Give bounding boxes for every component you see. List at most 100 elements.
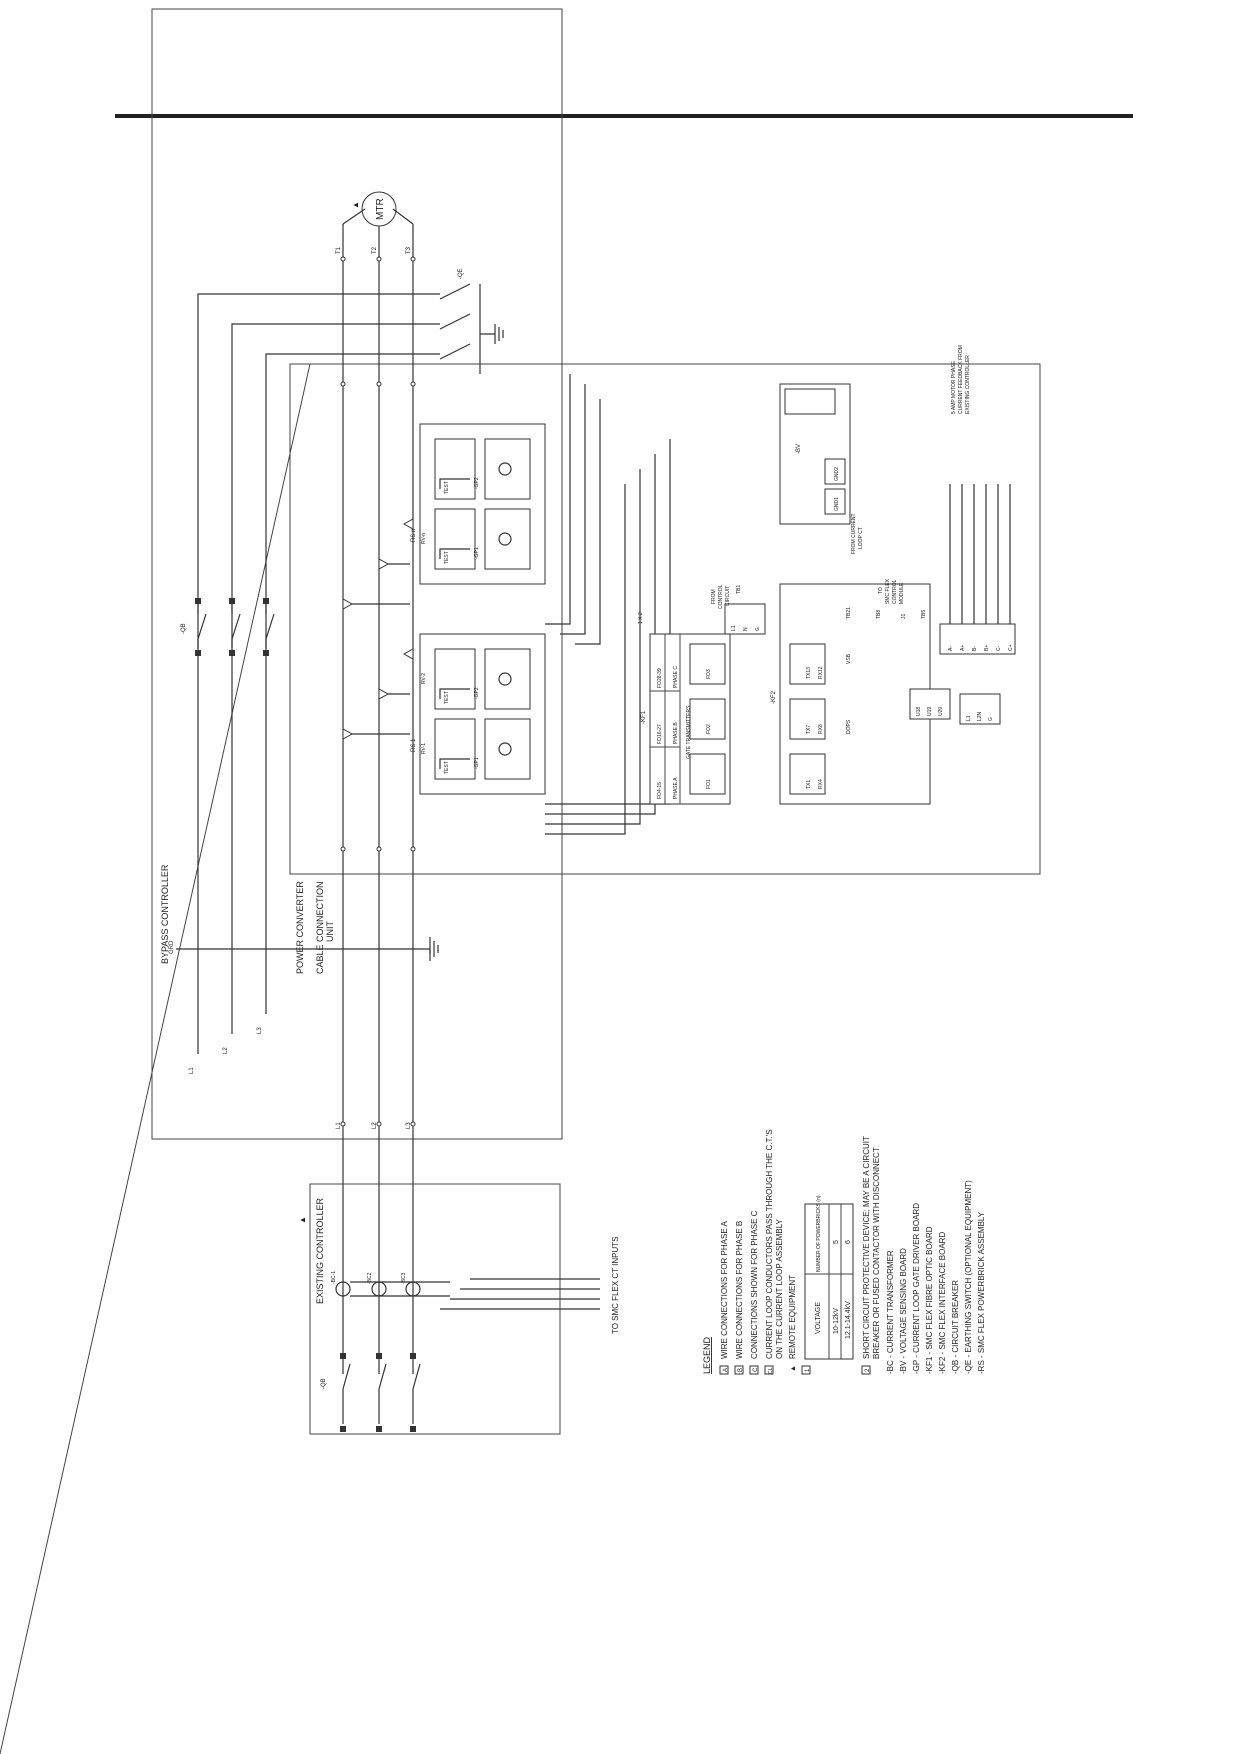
abbrev-gp: -GP - CURRENT LOOP GATE DRIVER BOARD [912,1203,921,1374]
u20-label: U20 [938,707,944,716]
abbrev-kf2: -KF2 - SMC FLEX INTERFACE BOARD [938,1232,947,1374]
fo3-label: FO3 [706,669,712,679]
qe-label: -QE [458,268,464,279]
gate-transmitters-label: GATE TRANSMITTERS [686,705,692,759]
bv-label: -BV [796,444,802,454]
tb1-block [724,603,766,635]
tb5-pin-b-plus: B+ [984,645,990,651]
u18-label: U18 [916,707,922,716]
smc-flex-4: MODULE [899,582,905,604]
existing-controller-title: EXISTING CONTROLLER [315,1197,325,1304]
gp1-label: -GP1 [474,547,480,559]
from-control-2: CONTROL [718,584,724,609]
grd-label: GRD [169,940,175,954]
feedback-3: EXISTING CONTROLLER [965,355,971,414]
existing-qb-label: -QB [321,1378,327,1389]
current-transformers [335,1278,600,1310]
legend-key-c: C [753,1367,759,1372]
table-r2-count: 6 [845,1240,852,1244]
phase-conductors [340,224,416,1374]
legend-items [719,1365,774,1375]
table-r1-count: 5 [833,1240,840,1244]
legend-key-a: A [723,1368,729,1372]
from-ct-2: LOOP CT [858,527,864,549]
l-block [959,693,1001,725]
table-header-voltage: VOLTAGE [815,1302,822,1334]
remote-marker-icon: ▲ [351,201,360,209]
rv2-label: RV-2 [421,673,427,684]
bv-board [779,383,851,525]
header-rule [115,114,1133,118]
legend-key-b: B [738,1368,744,1372]
tb5-block [939,484,1016,655]
qb-breaker-bypass [195,598,275,656]
feedback-2: CURRENT FEEDBACK FROM [958,345,964,414]
bypass-l3: L3 [257,1027,263,1034]
power-converter-title: POWER CONVERTER [295,881,305,974]
legend-item-5: ON THE CURRENT LOOP ASSEMBLY [775,1218,784,1359]
test-label: TEST [444,551,450,564]
terminal-l3: L3 [406,1122,412,1129]
legend-item-4: CURRENT LOOP CONDUCTORS PASS THROUGH THE… [765,1129,774,1359]
phase-c-label: PHASE C [673,666,679,688]
from-control-3: CIRCUIT [725,586,731,606]
test-label: TEST [444,481,450,494]
x2-label: 1 X 2 [638,612,644,624]
fo1-label: FO1 [706,779,712,789]
dops-label: DOPS [846,719,852,734]
existing-qb-breaker [340,1353,421,1432]
tx1-label: TX1 [806,780,812,789]
tx13-label: TX13 [806,667,812,679]
kf1-label: -KF1 [641,710,647,724]
rs1-label: -RS 1 [411,738,417,754]
motor-label: MTR [375,198,386,220]
tb5-pin-c-minus: C- [996,645,1002,651]
qb-label-bypass: -QB [181,623,187,634]
legend-note2-key: 2 [865,1368,871,1372]
cable-unit-title-1: CABLE CONNECTION [315,881,325,974]
g-label: G [988,717,994,721]
bypass-l2: L2 [223,1047,229,1054]
thyristor-stack [342,518,414,740]
legend-note2-line1: SHORT CIRCUIT PROTECTIVE DEVICE; MAY BE … [862,1136,871,1359]
powerbrick-table [804,1203,854,1360]
abbrev-qe: -QE - EARTHING SWITCH (OPTIONAL EQUIPMEN… [964,1180,973,1374]
legend-item-3: CONNECTIONS SHOWN FOR PHASE C [750,1210,759,1359]
table-header-number: NUMBER OF POWERBRICKS (n) [816,1195,822,1272]
l1-label: L1 [966,715,972,721]
legend-item-2: WIRE CONNECTIONS FOR PHASE B [735,1221,744,1359]
legend-note-key: 1 [805,1368,811,1372]
gp2-label: -GP2 [474,477,480,489]
remote-marker-icon: ▲ [298,1216,307,1224]
tb5-pin-c-plus: C+ [1008,644,1014,651]
bypass-incoming [176,293,439,1054]
test-label: TEST [444,761,450,774]
bc2-label: -BC2 [367,1272,373,1284]
tb1-label: TB1 [736,585,742,594]
tb5-pin-a-plus: A+ [960,645,966,651]
smc-flex-3: CONTROL [892,579,898,604]
abbrev-rs: -RS - SMC FLEX POWERBRICK ASSEMBLY [977,1211,986,1374]
table-r1-voltage: 10-12kV [833,1308,840,1334]
legend-item-1: WIRE CONNECTIONS FOR PHASE A [720,1221,729,1359]
bypass-title: BYPASS CONTROLLER [160,864,170,964]
terminal-t3: T3 [406,246,412,254]
legend-remote-key: ▲ [790,1365,797,1372]
rv1-label: RV-1 [421,743,427,754]
phase-b-label: PHASE B [673,722,679,744]
tb5-pin-a-minus: A- [948,646,954,651]
test-label: TEST [444,691,450,704]
cable-unit-title-2: UNIT [325,921,335,942]
powerbrick-rsn [419,423,546,585]
feedback-1: 5 AMP MOTOR PHASE [951,360,957,414]
kf1-board [649,633,731,805]
terminal-t2: T2 [372,246,378,254]
abbrev-bv: -BV - VOLTAGE SENSING BOARD [899,1248,908,1374]
bc3-label: -BC3 [401,1272,407,1284]
cable-unit-divider [0,363,311,1754]
tb1-n: N [743,627,749,631]
from-control-1: FROM [711,589,717,604]
from-ct-1: FROM CURRENT [851,513,857,554]
rx12-label: RX12 [818,666,824,679]
